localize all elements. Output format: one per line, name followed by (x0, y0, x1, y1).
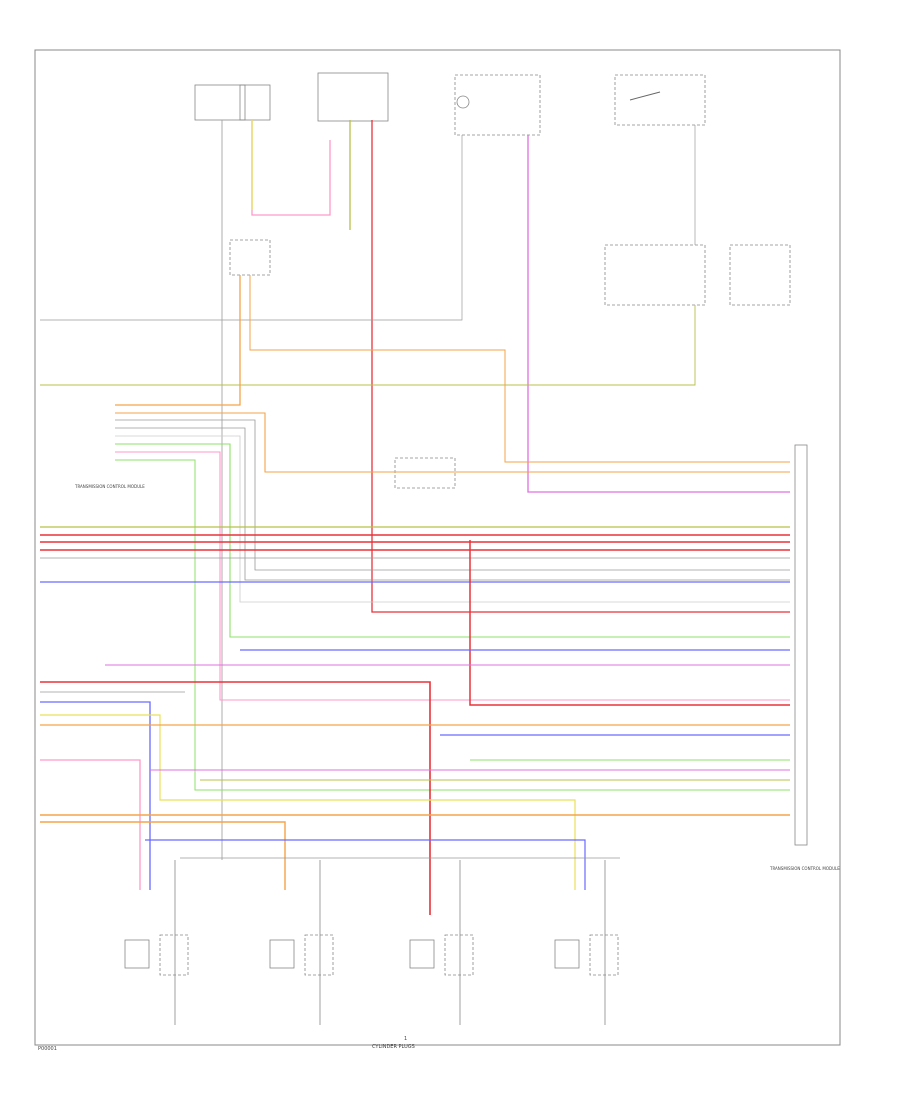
injector-coil-4 (554, 860, 619, 1025)
diagram-border (34, 49, 841, 1046)
wire-orange-2 (249, 275, 790, 463)
fuse-box-top (317, 72, 389, 122)
injector-coil-3 (409, 860, 474, 1025)
wire-red-long (371, 120, 790, 613)
wire-red-down (469, 540, 790, 706)
ignition-switch (614, 74, 706, 126)
wire-green-1 (115, 443, 790, 638)
wire-blue-coil1 (40, 701, 151, 890)
wire-gray-3 (115, 419, 790, 571)
wire-blue-coil4 (145, 839, 586, 890)
wire-red-coil3 (40, 681, 431, 915)
wire-yellow-coil4 (40, 714, 576, 890)
footer-label: P00001 (38, 1046, 57, 1052)
wire-pink-2 (115, 451, 790, 701)
trans-range-switch (604, 244, 791, 306)
top-relay-box-1 (194, 84, 271, 121)
wire-green-2 (115, 459, 790, 791)
left-module-label: TRANSMISSION CONTROL MODULE (74, 484, 145, 489)
wire-lgray (115, 435, 790, 603)
wire-pink-coil1 (40, 759, 141, 890)
bottom-caption-number: 1 (404, 1036, 407, 1042)
injector-coil-2 (269, 860, 334, 1025)
relay-small (229, 239, 271, 276)
wire-orange-3 (115, 412, 790, 473)
tcm-label: TRANSMISSION CONTROL MODULE (769, 866, 840, 871)
instrument-cluster-top (454, 74, 541, 136)
wires (40, 120, 790, 915)
wire-orange-coil2 (40, 821, 286, 890)
wire-magenta (527, 135, 790, 493)
bottom-caption: CYLINDER PLUGS (372, 1044, 415, 1050)
wire-olive-h (40, 305, 696, 386)
coil-group (124, 860, 619, 1025)
wire-gray-4 (115, 427, 790, 581)
wire-gray-long (40, 135, 463, 321)
wire-pink-top (251, 120, 331, 216)
injector-coil-1 (124, 860, 189, 1025)
tcm-connector (794, 444, 808, 846)
wire-orange-1 (115, 275, 241, 406)
switch-middle (394, 457, 456, 489)
